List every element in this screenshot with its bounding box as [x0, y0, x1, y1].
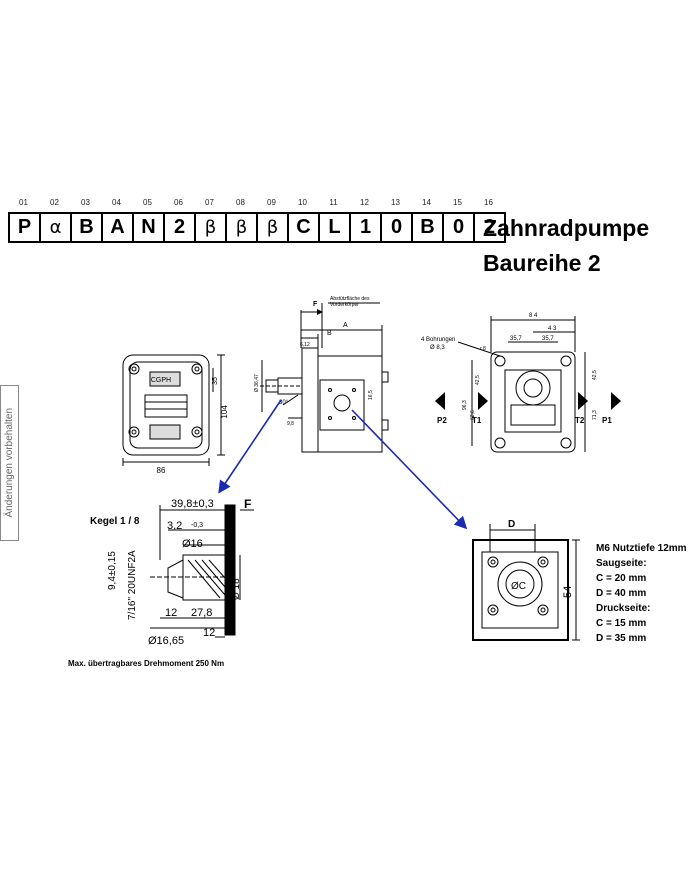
port-label-p1: P1 [602, 416, 612, 425]
code-cell: 0 [444, 214, 475, 241]
code-cell: 1 [351, 214, 382, 241]
position-number: 02 [50, 198, 59, 207]
rear-dim-357a: 35,7 [510, 336, 522, 342]
code-cell: β [258, 214, 289, 241]
position-number: 06 [174, 198, 183, 207]
port-label-p2: P2 [437, 416, 447, 425]
rear-dim-626: 62,6 [470, 410, 476, 420]
side-dim-f: F [313, 301, 318, 308]
position-number: 15 [453, 198, 462, 207]
shaft-dim-32-tol: -0,3 [191, 522, 203, 529]
front-view [122, 354, 225, 466]
port-spec-line: Druckseite: [596, 603, 651, 614]
port-dim-54: 54 [562, 586, 574, 598]
position-number: 12 [360, 198, 369, 207]
position-number: 07 [205, 198, 214, 207]
position-number: 16 [484, 198, 493, 207]
rear-dim-r: r 8 [480, 346, 486, 352]
side-dim-shaft: Ø 36,47 [254, 374, 260, 392]
title-line1: Zahnradpumpe [483, 215, 650, 241]
shaft-dim-1665: Ø16,65 [148, 635, 184, 647]
code-cell: P [10, 214, 41, 241]
port-spec-line: C = 20 mm [596, 573, 647, 584]
rear-dim-84: 8 4 [529, 313, 538, 319]
position-number: 09 [267, 198, 276, 207]
code-cell: C [289, 214, 320, 241]
port-label-t1: T1 [472, 416, 482, 425]
side-dim-165: 16,5 [368, 390, 374, 400]
code-cell: 2 [165, 214, 196, 241]
port-dim-d: D [508, 519, 515, 530]
port-spec-line: Saugseite: [596, 558, 647, 569]
shaft-dim-398: 39,8±0,3 [171, 498, 214, 510]
port-spec-line: D = 40 mm [596, 588, 647, 599]
shaft-detail [150, 504, 254, 638]
front-dim-half: 35 [212, 377, 219, 385]
side-dim-a: A [343, 322, 348, 329]
title-line2: Baureihe 2 [483, 250, 601, 276]
position-number: 04 [112, 198, 121, 207]
rear-dim-357b: 35,7 [542, 336, 554, 342]
position-number: 10 [298, 198, 307, 207]
side-note: Änderungen vorbehalten [0, 385, 19, 541]
port-spec-line: D = 35 mm [596, 633, 647, 644]
side-dim-9: 9,8 [287, 421, 294, 427]
shaft-dim-32: 3,2 [167, 520, 182, 532]
code-cell: B [413, 214, 444, 241]
shaft-dim-12b: 12 [203, 627, 215, 639]
position-number: 03 [81, 198, 90, 207]
rear-hole-dia: Ø 8,3 [430, 345, 445, 351]
code-cell: β [227, 214, 258, 241]
code-cell: 2 [483, 216, 496, 238]
code-cell: α [41, 214, 72, 241]
front-dim-width: 86 [157, 466, 166, 475]
side-dim-612: 6,12 [300, 342, 310, 348]
port-center: ØC [511, 581, 526, 592]
position-number: 13 [391, 198, 400, 207]
shaft-dim-12a: 12 [165, 607, 177, 619]
code-cell: β [196, 214, 227, 241]
shaft-dim-18: Ø 18 [231, 578, 242, 600]
leader-arrow-port [351, 409, 468, 530]
port-arrows [435, 392, 621, 410]
side-dim-b: B [327, 330, 332, 337]
code-cell: A [103, 214, 134, 241]
shaft-kegel: Kegel 1 / 8 [90, 516, 140, 527]
position-numbers: 01 02 03 04 05 06 07 08 09 10 11 12 13 14 15 16 [8, 198, 504, 207]
shaft-torque: Max. übertragbares Drehmoment 250 Nm [68, 659, 224, 668]
position-number: 01 [19, 198, 28, 207]
shaft-dim-278: 27,8 [191, 607, 212, 619]
shaft-dim-16: Ø16 [182, 538, 203, 550]
side-view [260, 302, 389, 453]
position-number: 08 [236, 198, 245, 207]
shaft-thread: 7/16" 20UNF2A [127, 550, 138, 620]
rear-dim-425a: 42,5 [475, 375, 481, 385]
position-number: 14 [422, 198, 431, 207]
code-cell: B [72, 214, 103, 241]
code-cell: L [320, 214, 351, 241]
leader-arrow-shaft [218, 399, 282, 494]
port-detail [472, 524, 580, 641]
shaft-flange-f: F [244, 497, 251, 511]
port-spec-line: C = 15 mm [596, 618, 647, 629]
shaft-dim-94: 9,4±0,15 [107, 551, 118, 590]
position-number: 05 [143, 198, 152, 207]
position-number: 11 [329, 198, 338, 207]
port-spec-line: M6 Nutztiefe 12mm [596, 543, 687, 554]
rear-dim-713: 71,3 [592, 410, 598, 420]
rear-dim-963: 96,3 [462, 400, 468, 410]
port-label-t2: T2 [575, 416, 585, 425]
rear-dim-425b: 42,5 [592, 370, 598, 380]
side-dim-angle: 30° [279, 400, 289, 406]
front-dim-height: 104 [220, 405, 229, 419]
rear-holes: 4 Bohrungen [421, 337, 455, 343]
code-cell: N [134, 214, 165, 241]
front-brand: CGPH [151, 377, 171, 384]
code-cell: 0 [382, 214, 413, 241]
rear-dim-43: 4 3 [548, 326, 557, 332]
